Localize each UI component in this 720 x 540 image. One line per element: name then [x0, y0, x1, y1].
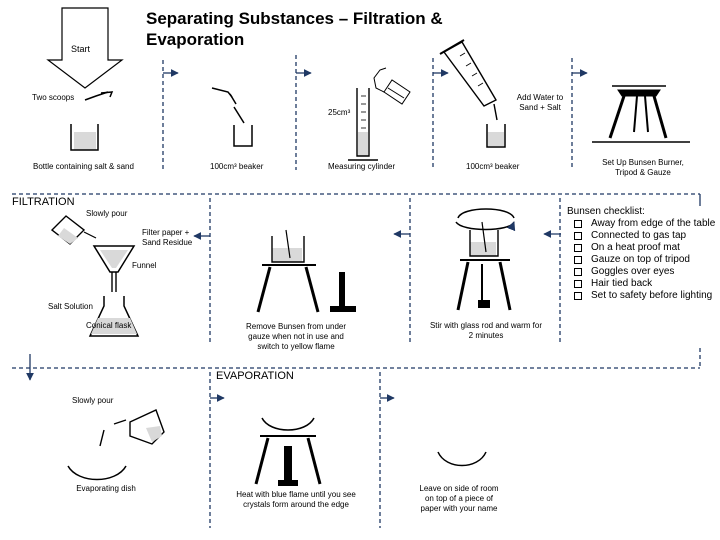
- bunsen-checklist: Bunsen checklist: Away from edge of the …: [567, 206, 717, 302]
- section-filtration: FILTRATION: [12, 196, 75, 208]
- label-filter-paper: Filter paper + Sand Residue: [142, 228, 193, 247]
- evaporating-dish-icon: [67, 465, 127, 481]
- label-slowly-pour-1: Slowly pour: [86, 209, 128, 218]
- label-two-scoops: Two scoops: [32, 93, 75, 102]
- section-evaporation: EVAPORATION: [216, 370, 294, 382]
- beaker-icon: [486, 124, 506, 148]
- checkbox-icon: [574, 280, 582, 288]
- label-measuring-cylinder: Measuring cylinder: [328, 162, 396, 171]
- checklist-items: Away from edge of the table Connected to…: [567, 218, 717, 302]
- bunsen-burner-icon: [330, 272, 356, 312]
- page-title: Separating Substances – Filtration & Eva…: [146, 9, 443, 49]
- down-arrows: [26, 194, 701, 381]
- pouring-beaker-icon: [50, 215, 97, 245]
- checkbox-icon: [574, 256, 582, 264]
- checklist-title: Bunsen checklist:: [567, 206, 645, 217]
- row2-dividers: [209, 198, 561, 345]
- row1-dividers: [162, 55, 573, 170]
- funnel-icon: [92, 245, 136, 292]
- checkbox-icon: [574, 232, 582, 240]
- start-arrow: [46, 7, 124, 89]
- checklist-item: Goggles over eyes: [567, 266, 717, 278]
- checkbox-icon: [574, 268, 582, 276]
- checkbox-icon: [574, 244, 582, 252]
- wash-bottle-icon: [373, 67, 411, 105]
- row2-arrows: [193, 230, 561, 240]
- checkbox-icon: [574, 292, 582, 300]
- label-beaker-1: 100cm³ beaker: [210, 162, 264, 171]
- pouring-cylinder-icon: [439, 39, 498, 121]
- label-beaker-2: 100cm³ beaker: [466, 162, 520, 171]
- label-slowly-pour-2: Slowly pour: [72, 396, 114, 405]
- evaporation-separator: [12, 348, 701, 528]
- label-stir: Stir with glass rod and warm for 2 minut…: [429, 321, 543, 340]
- label-leave: Leave on side of room on top of a piece …: [419, 484, 499, 513]
- tripod-beaker-icon: [456, 221, 512, 311]
- scoop-icon: [84, 91, 114, 101]
- checklist-item: Away from edge of the table: [567, 218, 717, 230]
- checklist-item: Connected to gas tap: [567, 230, 717, 242]
- label-add-water: Add Water to Sand + Salt: [516, 93, 564, 112]
- start-label: Start: [71, 44, 91, 54]
- heating-icon: [254, 417, 322, 486]
- conical-flask-icon: [88, 296, 140, 337]
- pour-stream: [99, 429, 105, 447]
- label-funnel: Funnel: [132, 261, 157, 270]
- label-conical-flask: Conical flask: [86, 321, 132, 330]
- label-heat: Heat with blue flame until you see cryst…: [236, 490, 356, 509]
- label-25cm3: 25cm³: [328, 108, 351, 117]
- label-remove-bunsen: Remove Bunsen from under gauze when not …: [245, 322, 347, 351]
- label-evaporating-dish: Evaporating dish: [76, 484, 136, 493]
- evaporating-dish-icon: [437, 451, 487, 467]
- pouring-scoop-icon: [211, 87, 245, 124]
- stirring-icon: [455, 208, 516, 232]
- checkbox-icon: [574, 220, 582, 228]
- label-bottle: Bottle containing salt & sand: [33, 162, 134, 171]
- checklist-item: Gauze on top of tripod: [567, 254, 717, 266]
- measuring-cylinder-icon: [348, 88, 378, 161]
- bottle-icon: [70, 124, 99, 151]
- pouring-flask-icon: [113, 409, 165, 445]
- label-salt-solution: Salt Solution: [48, 302, 93, 311]
- tripod-beaker-icon: [256, 229, 320, 313]
- label-setup: Set Up Bunsen Burner, Tripod & Gauze: [602, 158, 684, 177]
- checklist-item: On a heat proof mat: [567, 242, 717, 254]
- tripod-icon: [592, 85, 690, 143]
- beaker-icon: [233, 125, 253, 147]
- checklist-item: Set to safety before lighting: [567, 290, 717, 302]
- checklist-item: Hair tied back: [567, 278, 717, 290]
